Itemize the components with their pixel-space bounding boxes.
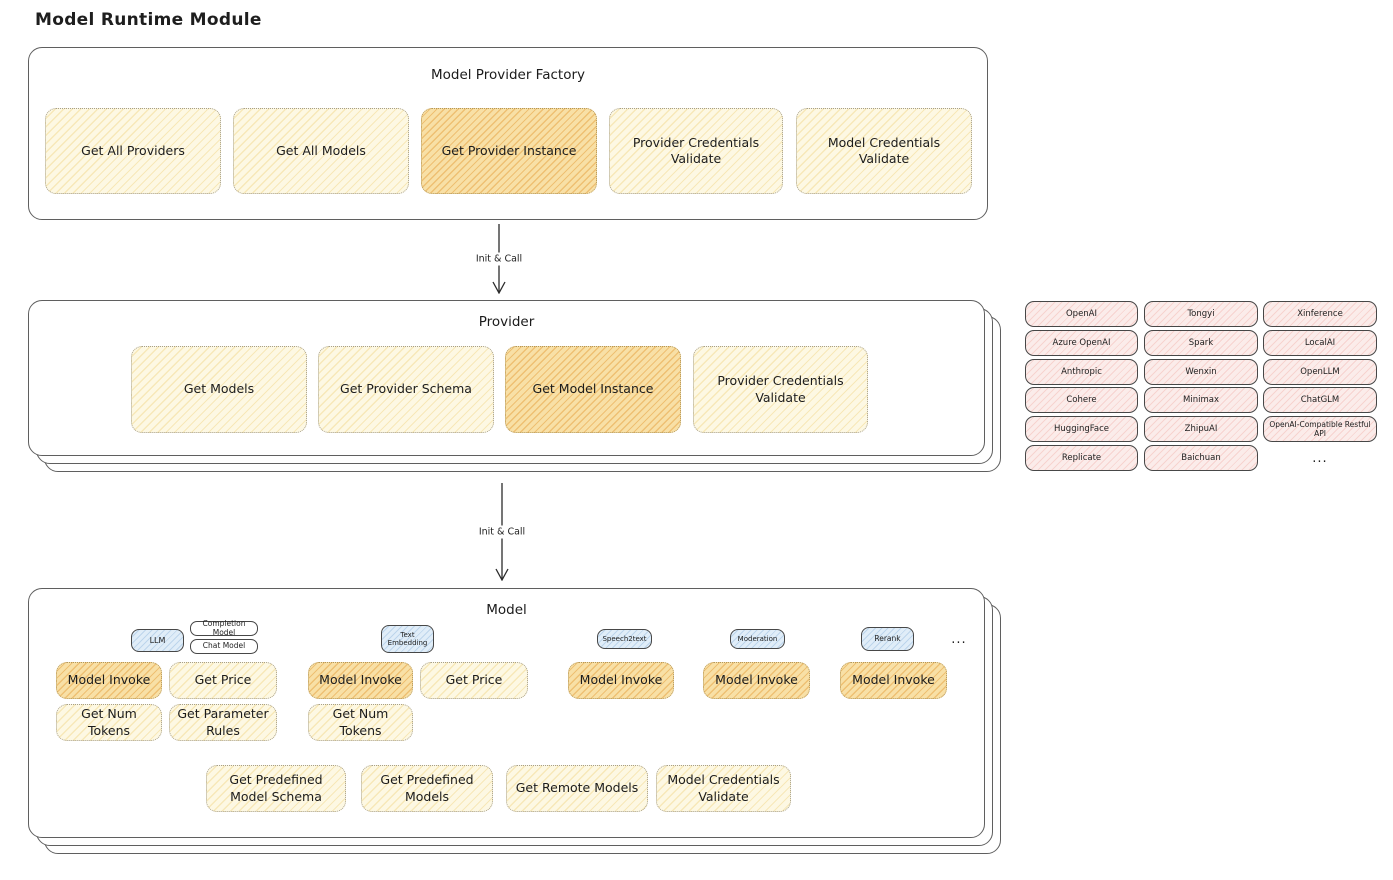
provider-pill-azure-openai: Azure OpenAI [1025,330,1138,356]
provider-pill-tongyi: Tongyi [1144,301,1258,327]
provider-pill-anthropic: Anthropic [1025,359,1138,385]
provider-pill-openllm: OpenLLM [1263,359,1377,385]
factory-provider-credentials-validate: Provider Credentials Validate [609,108,783,194]
get-predefined-model-schema: Get Predefined Model Schema [206,765,346,812]
model-tags-more: ... [951,631,967,647]
provider-pill-wenxin: Wenxin [1144,359,1258,385]
provider-pill-huggingface: HuggingFace [1025,416,1138,442]
embedding-get-price: Get Price [420,662,528,699]
provider-pill-chatglm: ChatGLM [1263,387,1377,413]
provider-pill-replicate: Replicate [1025,445,1138,471]
page-title: Model Runtime Module [35,10,262,30]
model-box: Model LLM Completion Model Chat Model Te… [28,588,985,838]
arrow-provider-to-model: Init & Call [469,483,535,581]
tag-llm: LLM [131,629,184,652]
llm-get-num-tokens: Get Num Tokens [56,704,162,741]
factory-model-credentials-validate: Model Credentials Validate [796,108,972,194]
provider-box: Provider Get Models Get Provider Schema … [28,300,985,456]
provider-pill-xinference: Xinference [1263,301,1377,327]
arrow-factory-to-provider: Init & Call [466,224,532,294]
get-predefined-models: Get Predefined Models [361,765,493,812]
provider-pill-openai-compatible: OpenAI-Compatible Restful API [1263,416,1377,442]
provider-pill-localai: LocalAI [1263,330,1377,356]
factory-box-title: Model Provider Factory [430,67,585,83]
arrow2-label: Init & Call [469,525,535,539]
model-box-title: Model [486,602,527,618]
arrow1-label: Init & Call [466,252,532,266]
tag-chat-model: Chat Model [190,639,258,654]
tag-rerank: Rerank [861,627,914,651]
provider-credentials-validate: Provider Credentials Validate [693,346,868,433]
embedding-get-num-tokens: Get Num Tokens [308,704,413,741]
get-remote-models: Get Remote Models [506,765,648,812]
provider-get-model-instance: Get Model Instance [505,346,681,433]
speech2text-model-invoke: Model Invoke [568,662,674,699]
rerank-model-invoke: Model Invoke [840,662,947,699]
provider-pill-zhipuai: ZhipuAI [1144,416,1258,442]
llm-model-invoke: Model Invoke [56,662,162,699]
factory-get-all-models: Get All Models [233,108,409,194]
tag-completion-model: Completion Model [190,619,258,636]
moderation-model-invoke: Model Invoke [703,662,810,699]
tag-text-embedding: Text Embedding [381,625,434,653]
provider-pill-minimax: Minimax [1144,387,1258,413]
llm-get-parameter-rules: Get Parameter Rules [169,704,277,741]
tag-speech2text: Speech2text [597,629,652,649]
embedding-model-invoke: Model Invoke [308,662,413,699]
provider-box-title: Provider [478,314,535,330]
model-credentials-validate: Model Credentials Validate [656,765,791,812]
provider-pill-spark: Spark [1144,330,1258,356]
provider-get-models: Get Models [131,346,307,433]
provider-get-provider-schema: Get Provider Schema [318,346,494,433]
factory-box: Model Provider Factory Get All Providers… [28,47,988,220]
provider-pill-openai: OpenAI [1025,301,1138,327]
tag-moderation: Moderation [730,629,785,649]
llm-get-price: Get Price [169,662,277,699]
provider-list-more: ... [1312,450,1328,466]
factory-get-all-providers: Get All Providers [45,108,221,194]
provider-pill-baichuan: Baichuan [1144,445,1258,471]
provider-pill-cohere: Cohere [1025,387,1138,413]
factory-get-provider-instance: Get Provider Instance [421,108,597,194]
